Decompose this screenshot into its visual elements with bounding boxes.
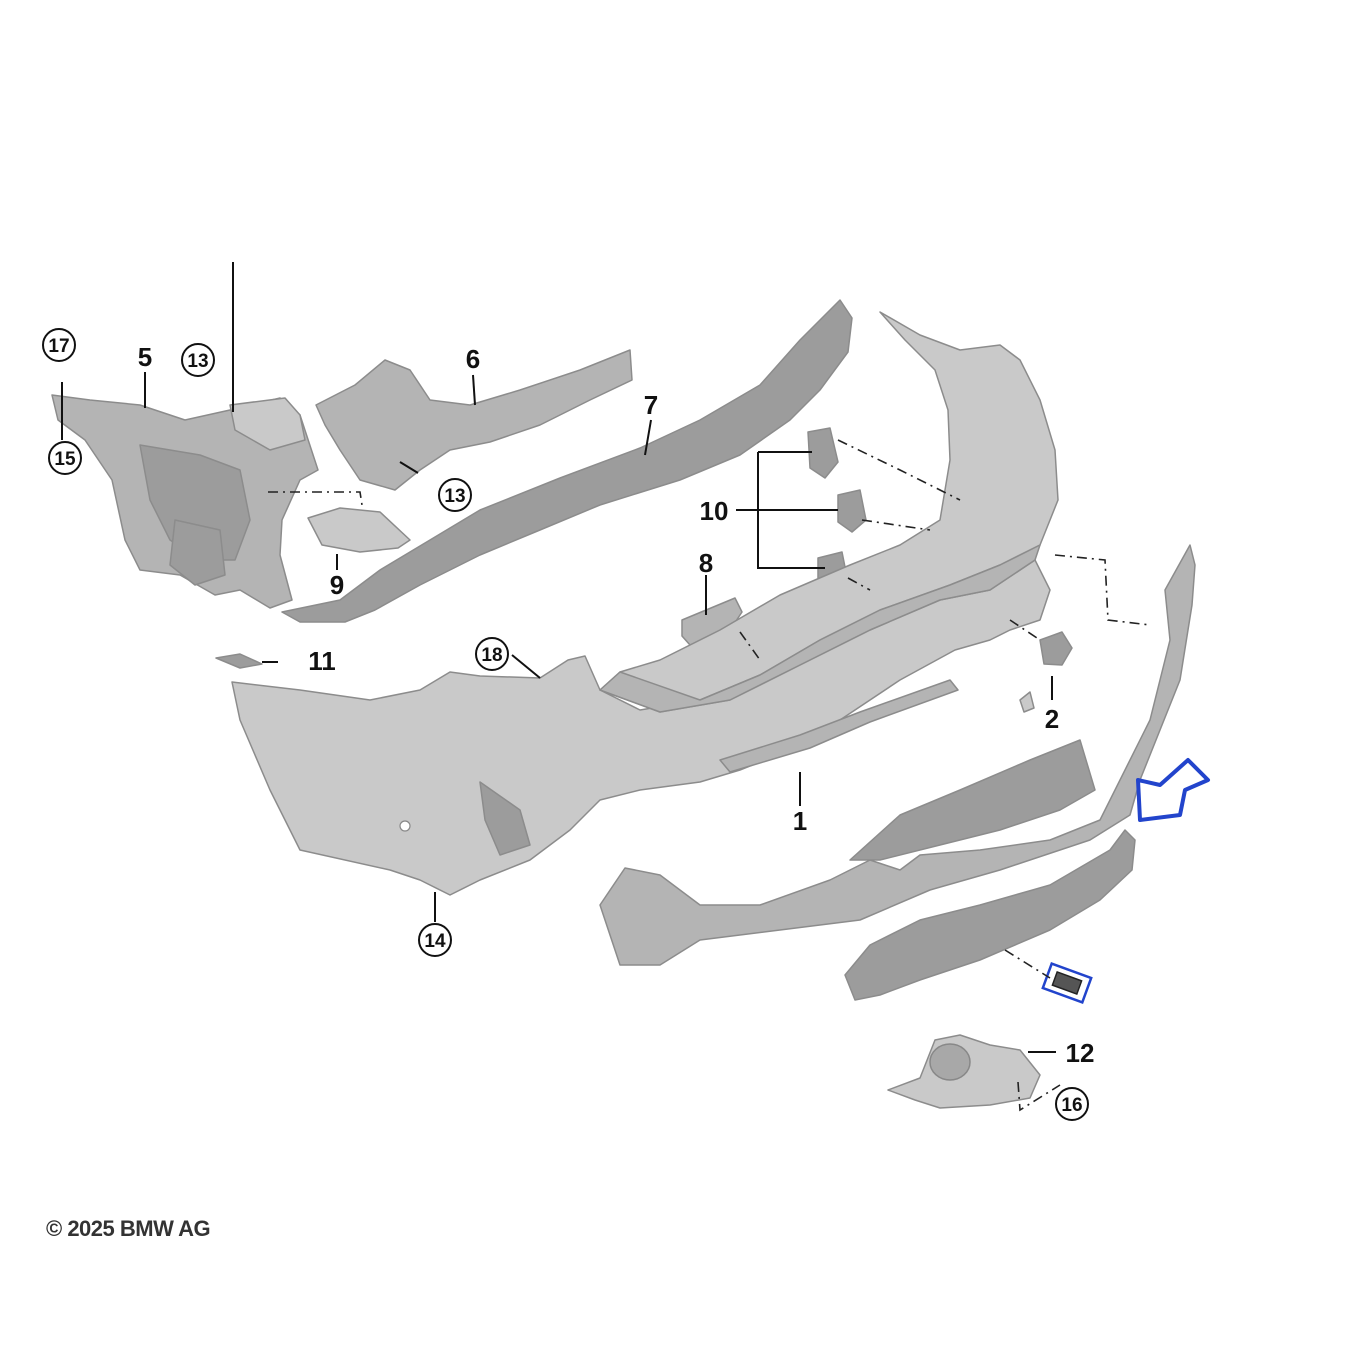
part-2-clip [1019,691,1035,713]
assembly-lines [268,439,1151,1112]
part-7-carrier [281,299,853,623]
callout-13a: 13 [181,343,215,377]
callout-18: 18 [475,637,509,671]
highlighted-clip [1041,961,1093,1005]
leader-lines [61,262,1056,1053]
svg-text:18: 18 [481,645,502,666]
callout-16: 16 [1055,1087,1089,1121]
part-12-exhaust-trim [887,1034,1041,1109]
callout-15: 15 [48,441,82,475]
callout-11: 11 [308,646,336,676]
copyright-notice: © 2025 BMW AG [46,1216,211,1241]
svg-text:15: 15 [54,449,76,470]
svg-text:16: 16 [1061,1095,1082,1116]
svg-text:13: 13 [444,486,465,507]
callout-12: 12 [1066,1038,1095,1068]
callout-14: 14 [418,923,452,957]
callout-9: 9 [330,570,344,600]
arrow-icon [1136,758,1210,822]
callout-7: 7 [644,390,658,420]
svg-text:14: 14 [424,931,446,952]
callout-10: 10 [700,496,729,526]
part-9-small-bracket [307,507,411,553]
callout-2: 2 [1045,704,1059,734]
part-5-left-bracket [51,394,319,609]
svg-text:13: 13 [187,351,208,372]
part-6-mounting-bracket [315,349,633,491]
part-11-clip [215,653,263,669]
callout-1: 1 [793,806,807,836]
part-2-cap [1039,631,1073,666]
callout-5: 5 [138,342,152,372]
callout-8: 8 [699,548,713,578]
svg-text:17: 17 [48,336,69,357]
callout-6: 6 [466,344,480,374]
callout-17: 17 [42,328,76,362]
part-1-bumper-trim [231,311,1059,896]
callout-13b: 13 [438,478,472,512]
part-diffuser-assembly [599,544,1196,1001]
